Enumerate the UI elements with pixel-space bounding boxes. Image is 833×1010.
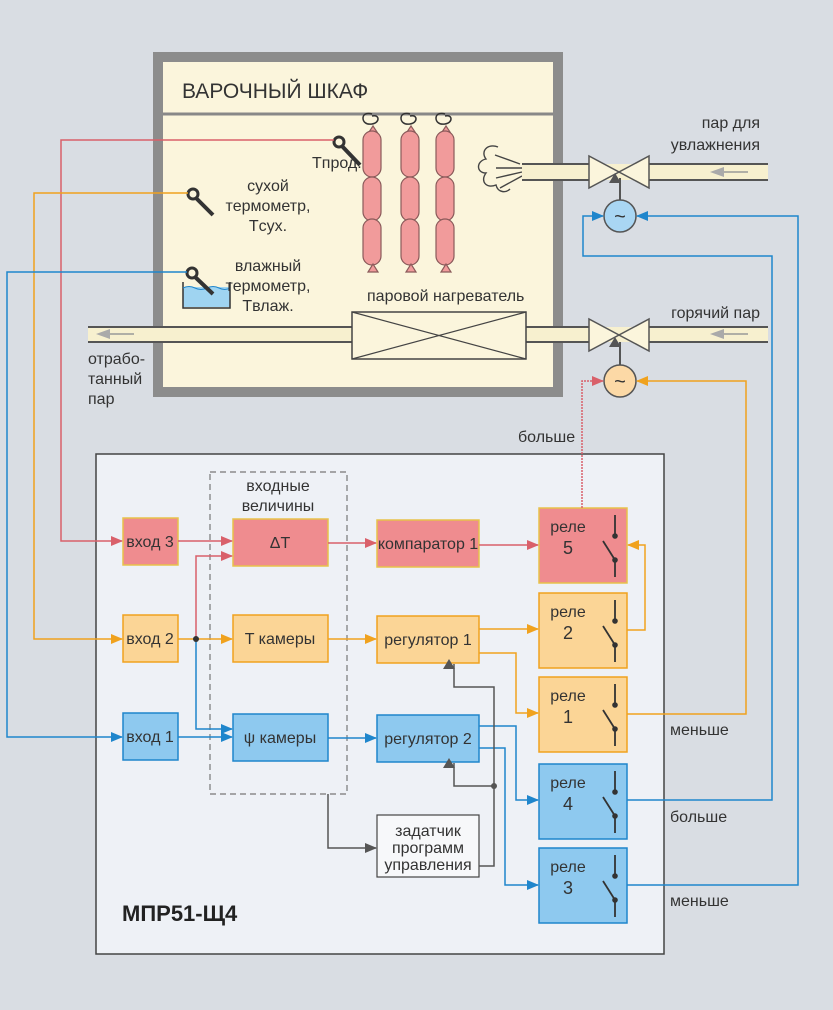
- svg-text:компаратор 1: компаратор 1: [378, 536, 478, 553]
- signal-more-top: больше: [518, 429, 575, 446]
- hot-steam-flow-arrow-icon: [710, 329, 748, 339]
- dry-thermometer-label-3: Tсух.: [249, 218, 287, 235]
- relay-box: [538, 592, 628, 669]
- svg-text:вход 2: вход 2: [126, 631, 174, 648]
- block-regulator2: регулятор 2: [376, 714, 480, 763]
- svg-text:регулятор 1: регулятор 1: [384, 632, 472, 649]
- relay-number: 2: [563, 623, 573, 643]
- product-probe-label: Tпрод.: [312, 155, 362, 172]
- relay-box: [538, 763, 628, 840]
- internal-wiring: [178, 536, 539, 890]
- relay-switch-icon: [602, 515, 618, 577]
- svg-text:задатчик: задатчик: [395, 823, 462, 840]
- svg-text:ψ камеры: ψ камеры: [244, 730, 316, 747]
- svg-text:управления: управления: [384, 857, 471, 874]
- sausages-icon: [362, 112, 455, 273]
- wet-thermometer-label-1: влажный: [235, 258, 301, 275]
- relay-switch-icon: [602, 600, 618, 662]
- relay-4: реле 4: [538, 763, 628, 840]
- actuator-glyph: ~: [614, 206, 626, 228]
- relay-box: [538, 507, 628, 584]
- input-quantities-label-2: величины: [242, 498, 315, 515]
- block-psi-chamber: ψ камеры: [232, 713, 329, 762]
- hot-steam-actuator-icon: ~: [603, 364, 637, 398]
- svg-text:вход 3: вход 3: [126, 534, 174, 551]
- controller-model-label: МПР51-Щ4: [122, 901, 238, 926]
- external-wiring: [6, 139, 799, 886]
- relay-box: [538, 676, 628, 753]
- block-input1: вход 1: [122, 712, 179, 761]
- hot-steam-label: горячий пар: [671, 305, 760, 322]
- steam-heater-icon: [351, 311, 527, 360]
- relay-switch-icon: [602, 684, 618, 746]
- relay-1: реле 1: [538, 676, 628, 753]
- relay-2: реле 2: [538, 592, 628, 669]
- block-program-setter: задатчик программ управления: [376, 814, 480, 878]
- hot-steam-valve-icon: [588, 317, 650, 368]
- relay-label: реле: [550, 859, 586, 876]
- relay-label: реле: [550, 775, 586, 792]
- humidify-steam-label-1: пар для: [702, 115, 760, 132]
- junction-dot: [193, 636, 199, 642]
- svg-text:регулятор 2: регулятор 2: [384, 731, 472, 748]
- block-regulator1: регулятор 1: [376, 615, 480, 664]
- wet-thermometer-label-3: Tвлаж.: [242, 298, 293, 315]
- dry-thermometer-label-1: сухой: [247, 178, 289, 195]
- junction-dot: [491, 783, 497, 789]
- humidify-valve-icon: [588, 154, 650, 200]
- exhaust-steam-label-3: пар: [88, 391, 115, 408]
- dry-thermometer-icon: [186, 187, 215, 217]
- exhaust-steam-label-2: танный: [88, 371, 142, 388]
- relay-label: реле: [550, 519, 586, 536]
- svg-text:вход 1: вход 1: [126, 729, 174, 746]
- exhaust-steam-label-1: отрабо-: [88, 351, 145, 368]
- relay-number: 3: [563, 878, 573, 898]
- signal-more-blue: больше: [670, 809, 727, 826]
- actuator-glyph: ~: [614, 371, 626, 393]
- exhaust-flow-arrow-icon: [96, 329, 134, 339]
- block-input3: вход 3: [122, 517, 179, 566]
- svg-text:ΔT: ΔT: [270, 535, 291, 552]
- product-probe-icon: [332, 135, 362, 167]
- relay-number: 5: [563, 538, 573, 558]
- humidify-steam-label-2: увлажнения: [671, 137, 760, 154]
- signal-less-orange: меньше: [670, 722, 729, 739]
- steam-jet-icon: [477, 145, 523, 193]
- relay-switch-icon: [602, 855, 618, 917]
- relay-label: реле: [550, 688, 586, 705]
- dry-thermometer-label-2: термометр,: [226, 198, 311, 215]
- controller-unit: МПР51-Щ4 входные величины вход 3 вход 2 …: [95, 453, 665, 955]
- relay-label: реле: [550, 604, 586, 621]
- wet-thermometer-label-2: термометр,: [226, 278, 311, 295]
- steam-heater-label: паровой нагреватель: [367, 288, 524, 305]
- chamber-title: ВАРОЧНЫЙ ШКАФ: [182, 79, 368, 103]
- relay-5: реле 5: [538, 507, 628, 584]
- relay-number: 1: [563, 707, 573, 727]
- input-quantities-label-1: входные: [246, 478, 310, 495]
- humidify-flow-arrow-icon: [710, 167, 748, 177]
- block-delta-t: ΔT: [232, 518, 329, 567]
- block-comparator1: компаратор 1: [376, 519, 480, 568]
- relay-group: реле 5 реле 2 реле 1 реле 4 реле 3: [538, 507, 628, 924]
- svg-text:программ: программ: [392, 840, 464, 857]
- svg-text:T камеры: T камеры: [245, 631, 315, 648]
- block-input2: вход 2: [122, 614, 179, 663]
- relay-3: реле 3: [538, 847, 628, 924]
- wet-thermometer-icon: [182, 266, 231, 309]
- signal-less-blue: меньше: [670, 893, 729, 910]
- block-t-chamber: T камеры: [232, 614, 329, 663]
- relay-number: 4: [563, 794, 573, 814]
- humidify-actuator-icon: ~: [603, 199, 637, 233]
- relay-box: [538, 847, 628, 924]
- relay-switch-icon: [602, 771, 618, 833]
